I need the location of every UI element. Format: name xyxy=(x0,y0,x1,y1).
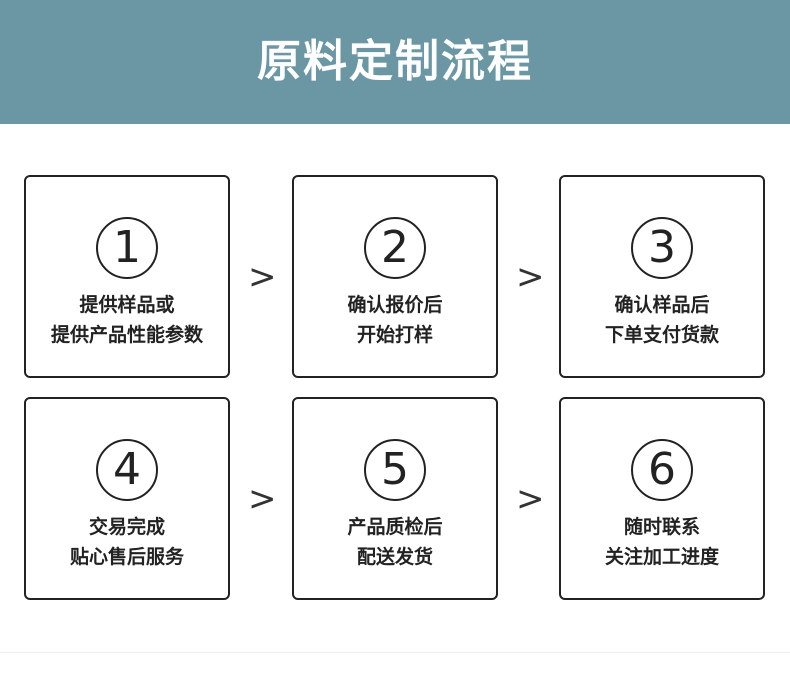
step-number-1: 1 xyxy=(96,217,158,279)
step-3-line-2: 下单支付货款 xyxy=(604,324,719,346)
header-banner: 原料定制流程 xyxy=(0,0,790,124)
step-card-4: 4 交易完成 贴心售后服务 xyxy=(24,397,230,600)
step-card-6: 6 随时联系 关注加工进度 xyxy=(559,397,765,600)
step-1-line-2: 提供产品性能参数 xyxy=(50,324,203,346)
step-4-line-1: 交易完成 xyxy=(88,516,165,538)
step-number-6: 6 xyxy=(631,439,693,501)
step-number-2: 2 xyxy=(364,217,426,279)
step-card-2: 2 确认报价后 开始打样 xyxy=(292,175,498,378)
step-2-line-2: 开始打样 xyxy=(356,324,433,346)
step-3-line-1: 确认样品后 xyxy=(614,294,710,316)
arrow-icon-1: > xyxy=(248,257,277,297)
step-5-line-2: 配送发货 xyxy=(356,546,433,568)
arrow-icon-2: > xyxy=(516,257,545,297)
step-6-line-2: 关注加工进度 xyxy=(604,546,719,568)
step-2-line-1: 确认报价后 xyxy=(347,294,443,316)
arrow-icon-3: > xyxy=(248,479,277,519)
step-4-line-2: 贴心售后服务 xyxy=(69,546,184,568)
step-6-line-1: 随时联系 xyxy=(623,516,700,538)
step-number-3: 3 xyxy=(631,217,693,279)
page-title: 原料定制流程 xyxy=(257,36,533,87)
step-5-line-1: 产品质检后 xyxy=(347,516,443,538)
step-card-5: 5 产品质检后 配送发货 xyxy=(292,397,498,600)
step-card-3: 3 确认样品后 下单支付货款 xyxy=(559,175,765,378)
arrow-icon-4: > xyxy=(516,479,545,519)
step-card-1: 1 提供样品或 提供产品性能参数 xyxy=(24,175,230,378)
step-number-4: 4 xyxy=(96,439,158,501)
footer-divider xyxy=(0,652,790,653)
step-1-line-1: 提供样品或 xyxy=(79,294,175,316)
step-number-5: 5 xyxy=(364,439,426,501)
